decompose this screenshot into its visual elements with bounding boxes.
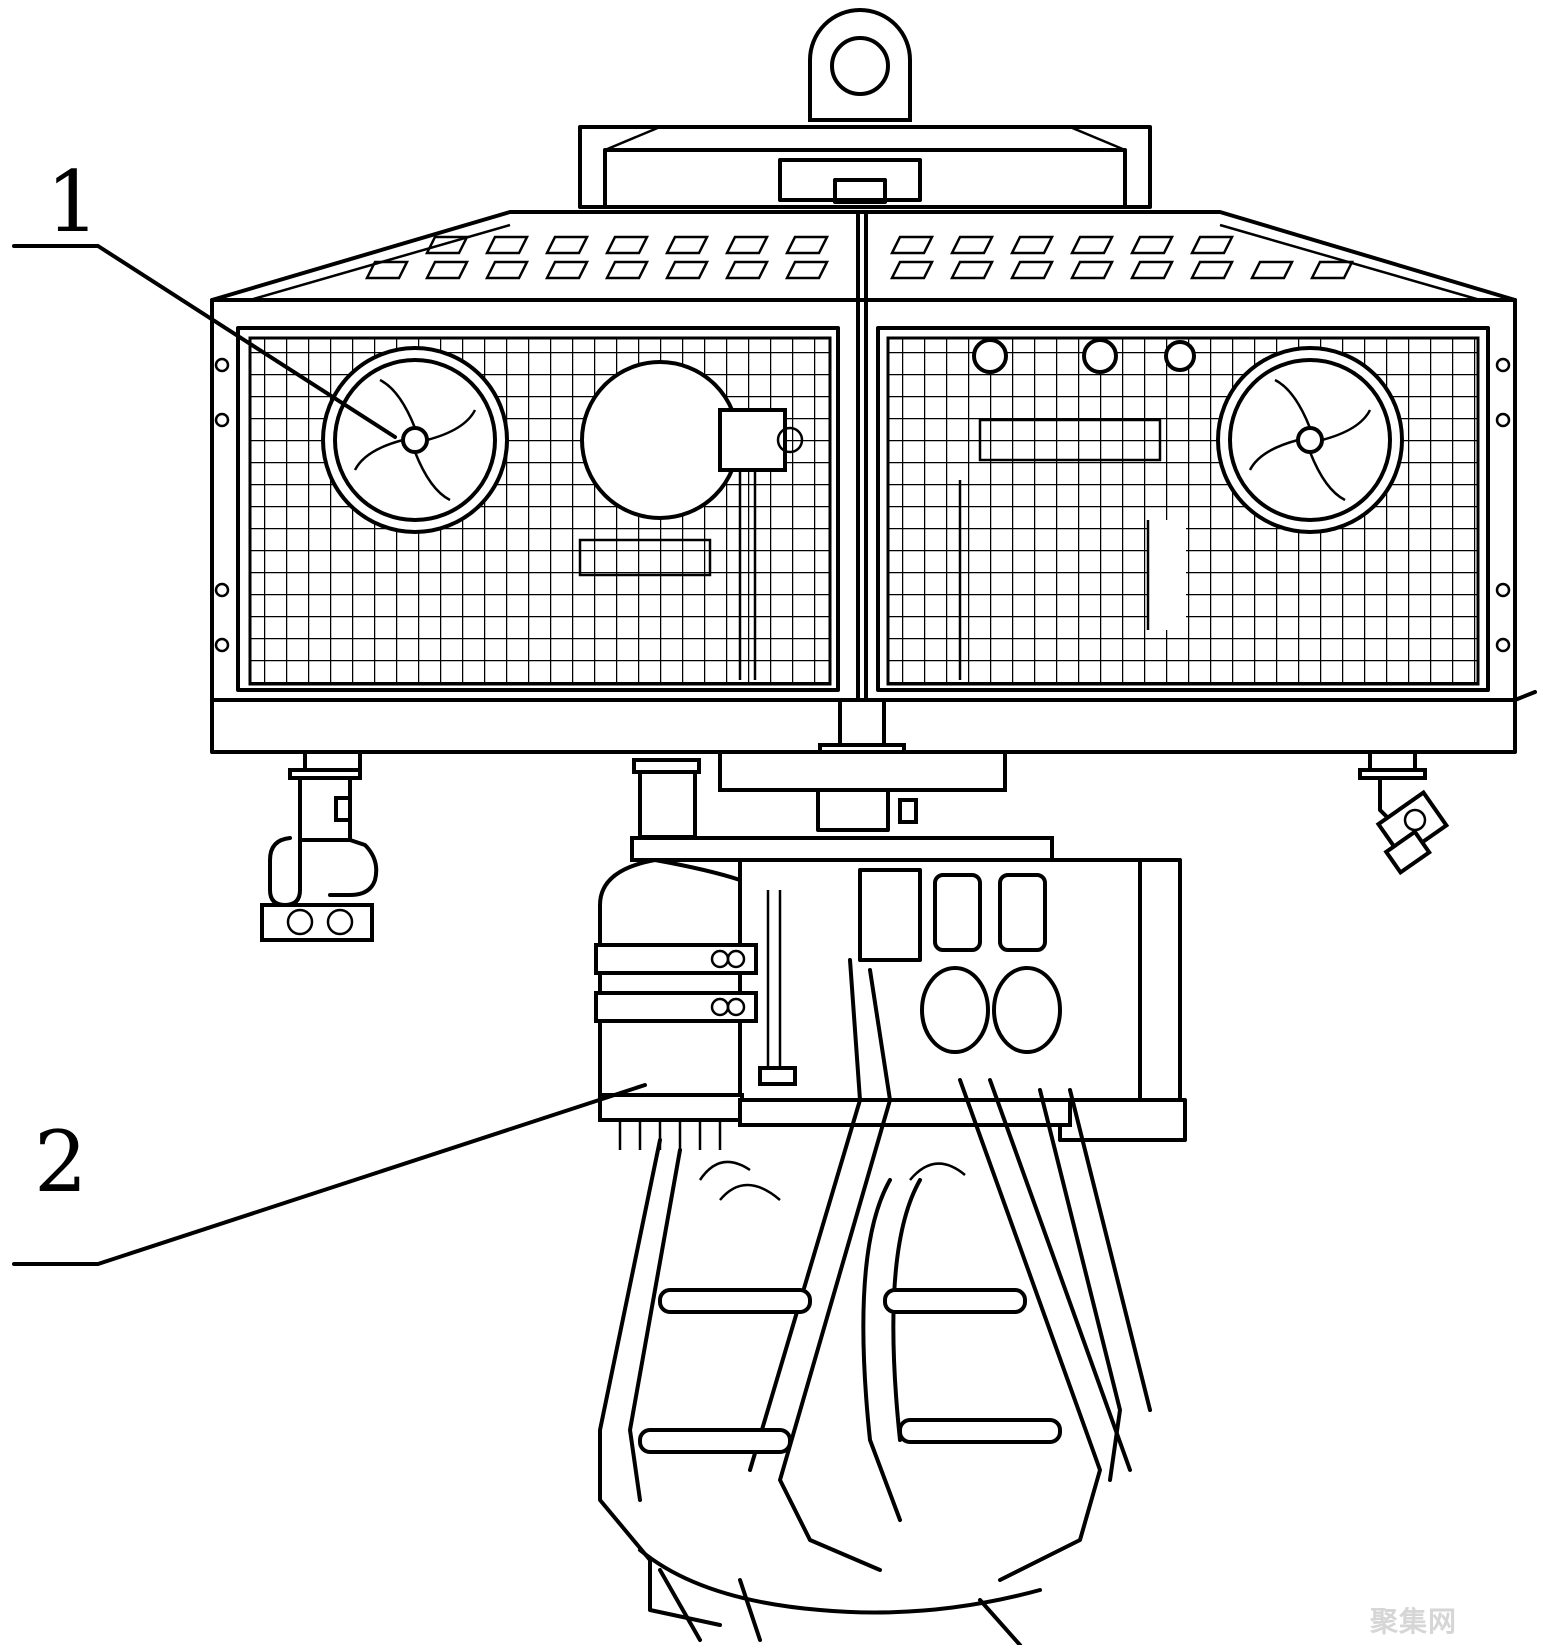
frame-bolt <box>214 357 230 373</box>
roof-slot <box>724 260 770 280</box>
left-hanging-camera <box>260 750 379 942</box>
right-pulleys <box>972 338 1196 462</box>
roof-slot <box>724 235 770 255</box>
roof-slot <box>604 235 650 255</box>
part-label-2: 2 <box>34 1113 88 1211</box>
roof-slot <box>1009 235 1055 255</box>
grab-arms <box>598 958 1152 1645</box>
roof-slots <box>364 235 1355 280</box>
roof-slot <box>484 260 530 280</box>
roof-slot <box>1189 260 1235 280</box>
roof-hood <box>210 210 1517 302</box>
hydraulic-tank <box>594 857 1072 1150</box>
roof-slot <box>784 235 830 255</box>
roof-slot <box>889 235 935 255</box>
part-label-1: 1 <box>46 153 100 251</box>
left-grille-panel <box>236 326 840 692</box>
frame-bolt <box>214 412 230 428</box>
right-grille-panel <box>876 326 1490 692</box>
roof-slot <box>1249 260 1295 280</box>
roof-slot <box>484 235 530 255</box>
roof-slot <box>949 260 995 280</box>
top-bracket <box>578 125 1152 209</box>
frame-bolts <box>214 357 1511 653</box>
roof-slot <box>784 260 830 280</box>
frame-bolt <box>1495 637 1511 653</box>
roof-slot <box>1129 235 1175 255</box>
left-fan <box>321 346 509 534</box>
roof-slot <box>664 260 710 280</box>
watermark-logo: 聚集网 <box>1370 1605 1458 1638</box>
roof-slot <box>1129 260 1175 280</box>
roof-slot <box>424 260 470 280</box>
roof-slot <box>364 260 410 280</box>
roof-slot <box>424 235 470 255</box>
roof-slot <box>604 260 650 280</box>
roof-slot <box>544 260 590 280</box>
roof-slot <box>1189 235 1235 255</box>
left-motor-circle <box>580 360 804 520</box>
roof-slot <box>949 235 995 255</box>
roof-slot <box>889 260 935 280</box>
roof-slot <box>1069 235 1115 255</box>
central-mount <box>718 750 1007 832</box>
cabinet-frame <box>210 210 1537 755</box>
lifting-eye <box>808 8 912 122</box>
frame-bolt <box>1495 357 1511 373</box>
roof-slot <box>544 235 590 255</box>
roof-slot <box>664 235 710 255</box>
leader-lines <box>12 244 647 1266</box>
frame-bolt <box>1495 582 1511 598</box>
right-hanging-camera <box>1358 750 1450 876</box>
frame-bolt <box>214 637 230 653</box>
roof-slot <box>1309 260 1355 280</box>
roof-slot <box>1069 260 1115 280</box>
right-fan <box>1216 346 1404 534</box>
frame-bolt <box>214 582 230 598</box>
frame-bolt <box>1495 412 1511 428</box>
roof-slot <box>1009 260 1055 280</box>
